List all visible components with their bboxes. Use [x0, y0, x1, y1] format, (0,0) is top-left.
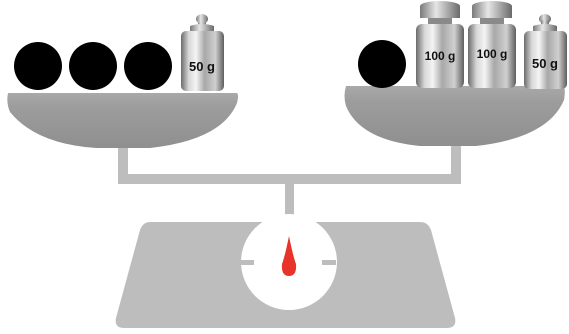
ball [124, 42, 172, 90]
ball [358, 40, 406, 88]
dial-tick-left [240, 260, 254, 265]
weight-label: 100 g [477, 47, 508, 61]
weight-label: 50 g [189, 59, 215, 74]
ball [14, 42, 62, 90]
ball [69, 42, 117, 90]
left-pan [7, 93, 238, 148]
dial-tick-right [322, 260, 336, 265]
weight-label: 100 g [425, 49, 456, 63]
weight-100g-2: 100 g [468, 1, 516, 88]
weight-50g-right: 50 g [524, 14, 567, 89]
weight-100g-1: 100 g [416, 1, 464, 88]
right-pan [345, 86, 565, 146]
weight-50g-left: 50 g [181, 14, 224, 91]
left-pan-balls [14, 42, 172, 90]
weight-label: 50 g [532, 56, 558, 71]
